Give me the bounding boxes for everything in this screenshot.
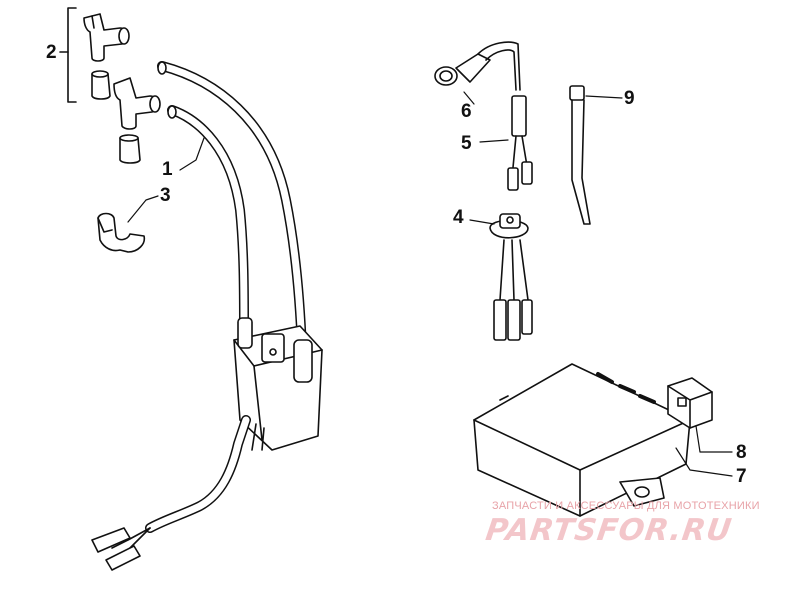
- watermark-logo: PARTSFOR.RU: [483, 513, 735, 548]
- connector-8: [667, 377, 713, 429]
- cable-tie: [569, 85, 591, 225]
- callout-3: 3: [160, 185, 171, 206]
- callout-1: 1: [162, 159, 173, 180]
- callout-7: 7: [736, 466, 747, 487]
- ignition-lead-right: [157, 61, 307, 355]
- callout-6: 6: [461, 101, 472, 122]
- bracket-2: [67, 7, 77, 103]
- callout-2: 2: [46, 42, 57, 63]
- leader-lines: [127, 91, 733, 477]
- coil-primary-harness: [91, 415, 265, 571]
- spark-plug-boot-lower: [119, 134, 141, 164]
- ignition-lead-left: [167, 105, 249, 335]
- spark-plug-cap-lower: [113, 77, 161, 130]
- ignition-coil: [233, 317, 323, 451]
- speed-sensor: [489, 213, 533, 341]
- wire-clip: [97, 212, 146, 253]
- spark-plug-cap-upper: [83, 13, 130, 62]
- spark-plug-boot-upper: [91, 70, 111, 100]
- callout-4: 4: [453, 207, 464, 228]
- callout-8: 8: [736, 442, 747, 463]
- temperature-sensor: [434, 41, 533, 191]
- watermark-tagline: ЗАПЧАСТИ И АКСЕССУАРЫ ДЛЯ МОТОТЕХНИКИ: [492, 500, 760, 512]
- cdi-module: [473, 363, 691, 517]
- callout-9: 9: [624, 88, 635, 109]
- callout-5: 5: [461, 133, 472, 154]
